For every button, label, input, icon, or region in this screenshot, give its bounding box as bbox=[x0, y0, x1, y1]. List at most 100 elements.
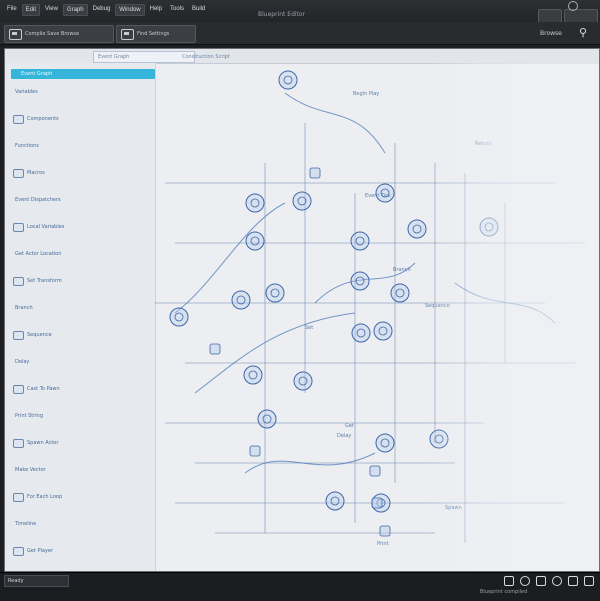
menu-graph[interactable]: Graph bbox=[62, 4, 88, 16]
node-label[interactable]: Begin Play bbox=[353, 91, 380, 97]
plug-icon[interactable]: ⚲ bbox=[578, 26, 588, 39]
palette-item-icon bbox=[13, 277, 24, 286]
menu-view[interactable]: View bbox=[45, 6, 58, 12]
palette-item-icon bbox=[13, 493, 24, 502]
graph-node-pin bbox=[174, 312, 184, 322]
settings-icon[interactable] bbox=[568, 1, 578, 11]
tab-event-graph[interactable]: Event Graph bbox=[93, 51, 195, 63]
menu-debug[interactable]: Debug bbox=[92, 6, 111, 12]
status-bar: Ready Blueprint compiled bbox=[0, 572, 600, 601]
palette-item-icon bbox=[13, 439, 24, 448]
graph-node-pin bbox=[355, 276, 365, 286]
toolbar: Compile Save Browse Find Settings Browse… bbox=[0, 22, 600, 45]
palette-item[interactable]: Macros bbox=[27, 170, 45, 176]
toolbar-group-main-label: Compile Save Browse bbox=[25, 31, 80, 37]
toolbar-group-main[interactable]: Compile Save Browse bbox=[4, 25, 114, 43]
node-label[interactable]: Event Tick bbox=[365, 193, 391, 199]
close-button[interactable] bbox=[564, 9, 598, 23]
palette-item[interactable]: Get Player bbox=[27, 548, 54, 554]
link-icon[interactable] bbox=[536, 576, 546, 586]
graph-node bbox=[350, 271, 370, 291]
node-label[interactable]: Set bbox=[305, 325, 314, 331]
toolbar-group-find[interactable]: Find Settings bbox=[116, 25, 196, 43]
graph-node bbox=[292, 191, 312, 211]
palette-item[interactable]: Local Variables bbox=[27, 224, 65, 230]
menu-window[interactable]: Window bbox=[115, 4, 145, 16]
graph-pin bbox=[379, 525, 391, 537]
graph-node bbox=[429, 429, 449, 449]
palette-item-icon bbox=[13, 115, 24, 124]
menu-tools[interactable]: Tools bbox=[169, 6, 184, 12]
graph-node bbox=[325, 491, 345, 511]
graph-node bbox=[293, 371, 313, 391]
status-message: Blueprint compiled bbox=[480, 589, 528, 595]
graph-node-pin bbox=[297, 196, 307, 206]
graph-node-pin bbox=[248, 370, 258, 380]
graph-node-pin bbox=[356, 328, 366, 338]
minimize-button[interactable] bbox=[538, 9, 562, 23]
wire-curve bbox=[244, 452, 376, 474]
graph-node bbox=[231, 290, 251, 310]
palette-item[interactable]: Functions bbox=[15, 143, 39, 149]
palette-item[interactable]: Set Transform bbox=[27, 278, 62, 284]
graph-node-pin bbox=[378, 326, 388, 336]
palette-item[interactable]: Event Dispatchers bbox=[15, 197, 61, 203]
palette-item[interactable]: Variables bbox=[15, 89, 38, 95]
chat-icon[interactable] bbox=[568, 576, 578, 586]
wire-curve bbox=[174, 202, 286, 314]
node-label[interactable]: Return bbox=[475, 141, 492, 147]
grid-icon[interactable] bbox=[584, 576, 594, 586]
palette-item[interactable]: Make Vector bbox=[15, 467, 46, 473]
graph-node bbox=[375, 183, 395, 203]
palette-item[interactable]: Get Actor Location bbox=[15, 251, 62, 257]
target-icon[interactable] bbox=[520, 576, 530, 586]
menu-edit[interactable]: Edit bbox=[21, 4, 41, 16]
node-label[interactable]: Delay bbox=[337, 433, 352, 439]
menu-build[interactable]: Build bbox=[192, 6, 206, 12]
menu-file[interactable]: File bbox=[7, 6, 17, 12]
node-label[interactable]: Spawn bbox=[445, 505, 462, 511]
globe-icon[interactable] bbox=[552, 576, 562, 586]
find-icon[interactable] bbox=[121, 28, 134, 40]
compile-icon[interactable] bbox=[9, 28, 22, 40]
palette-item[interactable]: Timeline bbox=[15, 521, 37, 527]
tab-construction-script[interactable]: Construction Script bbox=[182, 54, 230, 60]
graph-node-pin bbox=[355, 236, 365, 246]
layers-icon[interactable] bbox=[504, 576, 514, 586]
toolbar-browse-label[interactable]: Browse bbox=[540, 30, 562, 37]
graph-node-pin bbox=[298, 376, 308, 386]
palette-item[interactable]: Branch bbox=[15, 305, 33, 311]
palette-item[interactable]: Print String bbox=[15, 413, 44, 419]
graph-node-pin bbox=[262, 414, 272, 424]
window-title: Blueprint Editor bbox=[258, 11, 306, 18]
graph-wires bbox=[155, 70, 585, 543]
wire-curve bbox=[284, 92, 386, 154]
graph-node bbox=[373, 321, 393, 341]
graph-node bbox=[390, 283, 410, 303]
palette-header[interactable]: Event Graph bbox=[11, 69, 155, 79]
graph-node bbox=[350, 231, 370, 251]
palette-item-icon bbox=[13, 223, 24, 232]
palette-item[interactable]: Cast To Pawn bbox=[27, 386, 60, 392]
node-label[interactable]: Print bbox=[377, 541, 389, 547]
status-icons bbox=[504, 576, 594, 586]
graph-pin bbox=[209, 343, 221, 355]
graph-node-pin bbox=[412, 224, 422, 234]
title-bar: File Edit View Graph Debug Window Help T… bbox=[0, 0, 600, 23]
graph-node-pin bbox=[236, 295, 246, 305]
graph-node bbox=[245, 231, 265, 251]
graph-node-pin bbox=[380, 188, 390, 198]
graph-node bbox=[265, 283, 285, 303]
palette-item[interactable]: Spawn Actor bbox=[27, 440, 59, 446]
palette-item[interactable]: Delay bbox=[15, 359, 30, 365]
palette-item[interactable]: Sequence bbox=[27, 332, 52, 338]
palette-item[interactable]: For Each Loop bbox=[27, 494, 63, 500]
palette-item[interactable]: Components bbox=[27, 116, 59, 122]
menu-help[interactable]: Help bbox=[149, 6, 162, 12]
node-label[interactable]: Branch bbox=[393, 267, 411, 273]
node-label[interactable]: Get bbox=[345, 423, 354, 429]
node-label[interactable]: Sequence bbox=[425, 303, 450, 309]
graph-pin bbox=[369, 465, 381, 477]
graph-node bbox=[407, 219, 427, 239]
